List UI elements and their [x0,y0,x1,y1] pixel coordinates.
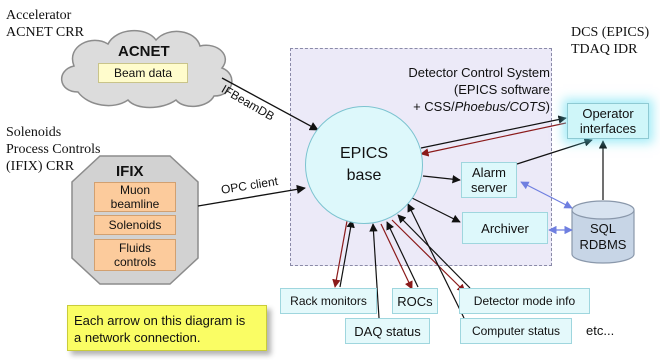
ifix-title: IFIX [116,163,144,180]
rocs-box: ROCs [392,288,438,314]
operator-interfaces-box: Operator interfaces [567,103,649,139]
etc-label: etc... [586,323,615,338]
epics-base: EPICS base [305,106,423,224]
acnet-title: ACNET [118,43,170,60]
accelerator-label: Accelerator ACNET CRR [6,8,84,40]
solenoids-label: Solenoids Process Controls (IFIX) CRR [6,125,101,174]
fluids-controls-box: Fluids controls [94,239,176,271]
detector-mode-info-box: Detector mode info [459,288,590,314]
alarm-server-box: Alarm server [461,162,517,198]
sql-cylinder [571,200,635,264]
epics-line1: EPICS [339,145,388,162]
dcs-zone-title: Detector Control System (EPICS software … [408,65,550,114]
solenoids-box: Solenoids [94,215,176,235]
computer-status-box: Computer status [460,318,572,344]
sql-rdbms-label: SQL RDBMS [579,221,627,252]
daq-status-box: DAQ status [345,318,430,344]
beam-data-box: Beam data [98,63,188,83]
dcs-epics-label: DCS (EPICS) TDAQ IDR [571,25,650,57]
muon-beamline-box: Muon beamline [94,182,176,212]
archiver-box: Archiver [462,212,548,244]
rack-monitors-box: Rack monitors [280,288,377,314]
epics-line2: base [346,167,382,184]
network-note: Each arrow on this diagram is a network … [67,305,267,351]
